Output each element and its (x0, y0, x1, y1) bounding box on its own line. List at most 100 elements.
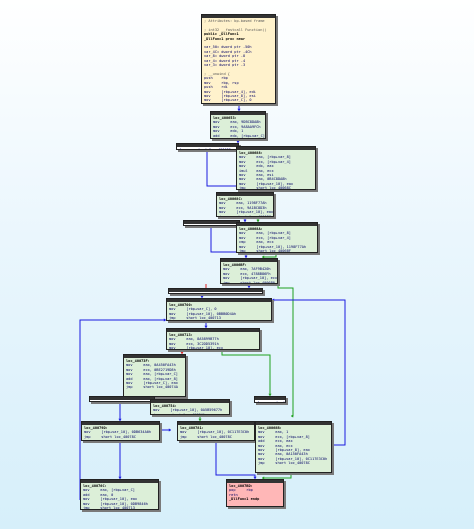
asm-line: jmp short loc_400713 (169, 316, 221, 321)
asm-line: mov [rbp+var_8], eax (258, 448, 310, 453)
edge-arrowhead (243, 219, 247, 222)
block-instructions: jmp short loc_4006F0 (169, 292, 262, 293)
block-title-bar (81, 480, 158, 483)
asm-line: mov [rbp+var_10], 0DB9846h (83, 501, 148, 506)
asm-line: var_8= dword ptr -8 (204, 54, 246, 59)
asm-line: mov eax, 7AF9B420h (223, 267, 271, 272)
block-title-bar (237, 147, 315, 150)
block-title-bar (178, 422, 254, 425)
asm-line: mov eax, [rbp+var_C] (83, 488, 135, 493)
asm-line: jmp short loc_40074A (153, 412, 205, 415)
asm-line: ; Attributes: bp-based frame (204, 19, 265, 23)
edge-arrowhead (180, 351, 184, 354)
asm-line: push rbp (204, 76, 228, 81)
block-title-bar (217, 193, 273, 196)
jmp-strip-4[interactable]: jmp short loc_40074E (89, 396, 155, 402)
asm-line: mov ecx, 3C2DD5391h (169, 341, 219, 346)
asm-line: mov [rbp+var_10], 0A6FE8865h (204, 103, 273, 104)
edge-taken (262, 253, 277, 258)
block-loc-400688[interactable]: loc_400688:mov eax, [rbp+var_8]mov ecx, … (236, 146, 316, 190)
jmp-strip-3[interactable]: jmp short loc_4006F0 (168, 288, 263, 294)
edge-arrowhead (118, 418, 122, 421)
block-entry[interactable]: ; Attributes: bp-based frame ; int32 __f… (201, 14, 276, 104)
jmp-strip-2[interactable]: jmp short loc_40068A (183, 220, 240, 226)
asm-line: public _DllFunc1 (204, 32, 239, 37)
edge-arrowhead (262, 255, 265, 259)
edge-taken (221, 350, 271, 396)
edge-arrowhead (253, 476, 257, 479)
asm-line: mov eax, 0A450FA43h (126, 363, 176, 368)
asm-line: mov [rbp+var_10], ecx (169, 346, 224, 350)
asm-line: jmp short loc_40074E (92, 401, 152, 402)
edge-unconditional (215, 441, 256, 479)
asm-line: mov [rbp+var_4], edi (204, 89, 256, 94)
asm-line: mov eax, ecx (258, 443, 293, 448)
asm-line: var_4C= dword ptr -4Ch (204, 49, 252, 54)
block-loc-40068a[interactable]: loc_40068A:mov eax, [rbp+var_8]mov ecx, … (236, 222, 318, 253)
edge-unconditional (79, 319, 166, 500)
asm-line: add eax, [rbp+var_8] (126, 376, 178, 381)
asm-line: loc_40068C: (219, 197, 243, 201)
asm-line: loc_4007BD: (229, 484, 253, 488)
edge-arrowhead (204, 325, 208, 328)
edge-arrowhead (198, 418, 202, 421)
asm-line: mov eax, 0B4C8DA8h (239, 177, 287, 182)
edge-arrowhead (256, 219, 260, 222)
asm-line: loc_400653: (213, 116, 237, 120)
asm-line: mov eax, 0A150FA43h (258, 452, 308, 457)
edge-arrowhead (168, 428, 171, 432)
asm-line: mov ecx, [rbp+var_4] (239, 235, 291, 240)
block-title-bar (202, 15, 275, 18)
asm-line: var_50= dword ptr -50h (204, 45, 252, 50)
block-instructions: jmp short loc_40074A (255, 400, 285, 402)
asm-line: loc_400754: (153, 404, 177, 408)
asm-line: var_3= dword ptr -3 (204, 63, 246, 68)
edge-arrowhead (243, 189, 247, 192)
asm-line: jmp short loc_40078C (180, 434, 232, 439)
block-instructions: loc_400688:mov eax, [rbp+var_8]mov ecx, … (237, 150, 315, 189)
asm-line: mov [rbp+var_10], 0DB634A0h (84, 430, 152, 435)
edge-arrowhead (200, 295, 204, 298)
asm-line: ; int32 __fastcall Function() (204, 27, 267, 32)
jmp-strip-1[interactable]: jmp short loc_400688 (176, 143, 239, 150)
asm-line: mov ecx, 9A1BC8D3h (219, 205, 267, 210)
asm-line: mov eax, 9DBC8DA8h (213, 120, 261, 125)
asm-line: mov eax, [rbp+var_8] (239, 155, 291, 160)
asm-line: mov [rbp+var_C], 0 (169, 307, 217, 312)
asm-line: push rdi (204, 85, 228, 90)
block-instructions: ; Attributes: bp-based frame ; int32 __f… (202, 18, 275, 104)
asm-line: mov eax, [rbp+var_C] (126, 372, 178, 377)
edge-arrowhead (163, 318, 166, 322)
jmp-strip-5[interactable]: jmp short loc_40074A (254, 396, 286, 403)
block-loc-40076c[interactable]: loc_40076C:mov eax, [rbp+var_C]add eax, … (80, 479, 159, 510)
block-title-bar (169, 289, 262, 292)
block-instructions: jmp short loc_40068A (184, 224, 239, 225)
block-title-bar (167, 329, 259, 332)
asm-line: loc_40076C: (83, 484, 107, 488)
edge-arrowhead (291, 414, 294, 418)
asm-line: mov [rbp+var_10], eax (239, 181, 294, 186)
asm-line: mov [rbp+var_10], 1198F77Ah (239, 244, 307, 249)
asm-line: loc_400688: (239, 151, 263, 155)
asm-line: mov [rbp+var_10], 0A5B59677h (153, 408, 223, 413)
asm-line: mov [rbp+var_10], eax (83, 497, 138, 502)
asm-line: mov [rbp+var_C], 0 (204, 98, 252, 103)
